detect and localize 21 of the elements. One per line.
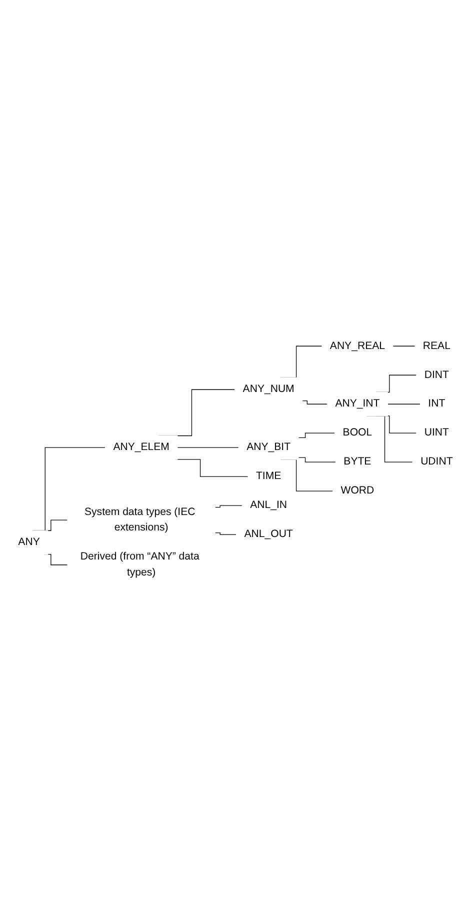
node-text: UINT — [424, 427, 449, 438]
connector — [214, 505, 243, 508]
connector — [298, 432, 336, 438]
node-text: WORD — [340, 485, 374, 496]
connector — [214, 532, 237, 535]
node-text: ANL_OUT — [244, 528, 293, 540]
connector — [177, 447, 240, 448]
node-text: INT — [428, 398, 446, 410]
connector — [298, 457, 336, 462]
node-text: Derived (from “ANY” data types) — [80, 551, 200, 578]
node-text: BOOL — [342, 427, 372, 438]
node-text: System data types (IEC extensions) — [84, 506, 196, 534]
node-text: REAL — [422, 340, 450, 352]
node-text: UDINT — [420, 456, 453, 468]
node-text: DINT — [424, 369, 449, 380]
node-text: ANL_IN — [250, 500, 288, 511]
connector — [175, 459, 248, 477]
node-text: ANY_REAL — [330, 340, 386, 352]
connector — [302, 400, 328, 404]
node-text: BYTE — [344, 456, 372, 468]
node-text: TIME — [256, 470, 282, 482]
